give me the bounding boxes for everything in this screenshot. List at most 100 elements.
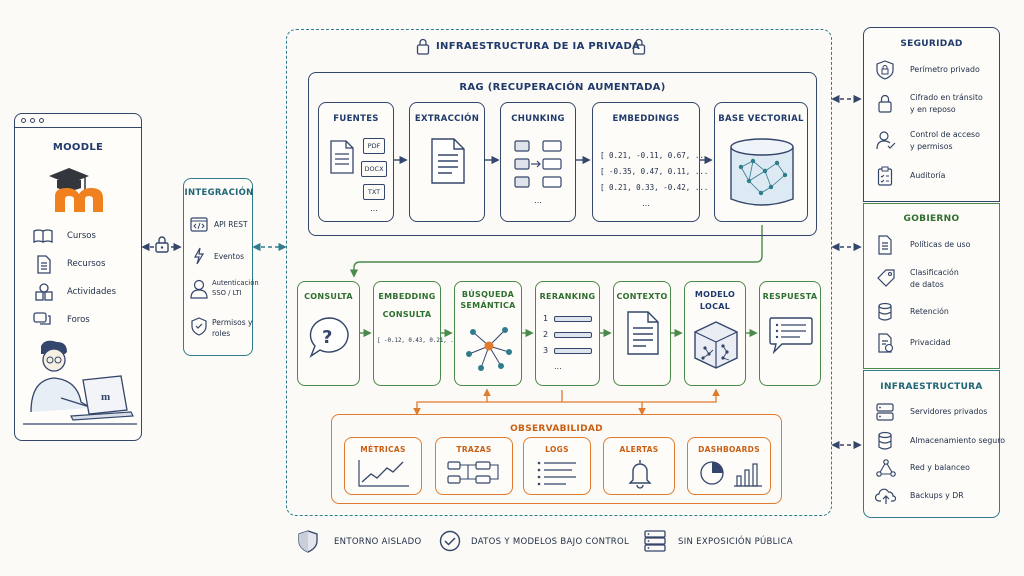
moodle-item-label: Cursos: [67, 231, 96, 241]
pipeline-step-title: RERANKING: [539, 292, 596, 301]
rag-embeddings: EMBEDDINGS [ 0.21, -0.11, 0.67, ... ] [ …: [592, 102, 717, 222]
pipeline-step-title: CONTEXTO: [616, 292, 668, 301]
infraestructura-item[interactable]: Servidores privados: [874, 403, 998, 423]
document-icon: [37, 255, 51, 274]
shield-icon: [298, 530, 318, 553]
window-dot: [30, 118, 35, 123]
dashboard-icon: [700, 461, 762, 487]
pipeline-respuesta: RESPUESTA: [759, 281, 821, 386]
seguridad-item-label: Perímetro privado: [910, 65, 980, 74]
footer-label: ENTORNO AISLADO: [334, 537, 422, 547]
seguridad-item-label: y en reposo: [910, 105, 956, 114]
pipeline-consulta: CONSULTA ?: [297, 281, 360, 386]
integracion-item-eventos[interactable]: Eventos: [190, 247, 250, 267]
server-icon: [876, 403, 894, 421]
integracion-item-permisos[interactable]: Permisos y roles: [190, 315, 254, 341]
model-cube-icon: [694, 321, 738, 369]
lock-icon: [155, 236, 169, 253]
moodle-title: MOODLE: [52, 142, 104, 153]
footer-label: DATOS Y MODELOS BAJO CONTROL: [471, 537, 630, 547]
footer-item-exposicion: SIN EXPOSICIÓN PÚBLICA: [644, 530, 804, 554]
tag-icon: [877, 269, 895, 287]
moodle-item-cursos[interactable]: Cursos: [33, 228, 133, 246]
chunks-icon: [514, 140, 562, 188]
integracion-item-label: API REST: [214, 220, 248, 229]
gobierno-item-label: Clasificación: [910, 268, 959, 277]
code-window-icon: [190, 217, 208, 232]
forum-icon: [33, 312, 51, 325]
clipboard-icon: [877, 166, 893, 186]
moodle-item-foros[interactable]: Foros: [33, 312, 133, 330]
gobierno-item-label: Retención: [910, 307, 949, 316]
integracion-item-label: Permisos y: [212, 318, 253, 327]
window-dot: [21, 118, 26, 123]
rank-bar: [554, 332, 592, 338]
infraestructura-item[interactable]: Red y balanceo: [874, 459, 998, 479]
seguridad-item[interactable]: Perímetro privado: [874, 60, 998, 82]
integracion-item-label: Autenticación: [212, 279, 259, 287]
context-document-icon: [627, 311, 659, 355]
infra-privada-container: [286, 29, 832, 516]
integracion-title: INTEGRACIÓN: [184, 188, 254, 198]
format-txt: TXT: [363, 184, 385, 200]
shield-check-icon: [191, 317, 207, 336]
integracion-item-autenticacion[interactable]: Autenticación SSO / LTI: [190, 277, 259, 303]
svg-text:m: m: [101, 391, 110, 403]
seguridad-item[interactable]: Cifrado en tránsito y en reposo: [874, 92, 998, 118]
gobierno-item[interactable]: Políticas de uso: [874, 235, 998, 257]
infra-privada-header: INFRAESTRUCTURA DE IA PRIVADA: [400, 36, 660, 58]
embedding-vector: [ 0.21, -0.11, 0.67, ... ]: [600, 151, 718, 160]
moodle-item-label: Recursos: [67, 259, 106, 269]
infraestructura-item-label: Almacenamiento seguro: [910, 436, 1006, 445]
rag-step-title: EMBEDDINGS: [612, 114, 680, 124]
rag-extraccion: EXTRACCIÓN: [409, 102, 485, 222]
gobierno-item[interactable]: Clasificación de datos: [874, 267, 998, 293]
obs-item-title: TRAZAS: [456, 445, 492, 454]
line-chart-icon: [358, 460, 409, 487]
policy-doc-icon: [878, 235, 892, 255]
infraestructura-item[interactable]: Backups y DR: [874, 487, 998, 507]
rag-chunking: CHUNKING ...: [500, 102, 576, 222]
seguridad-item[interactable]: Control de acceso y permisos: [874, 129, 998, 155]
seguridad-title: SEGURIDAD: [900, 39, 963, 49]
document-icon: [330, 140, 354, 174]
window-titlebar: [15, 114, 141, 128]
gobierno-item-label: Privacidad: [910, 338, 951, 347]
rank-bar: [554, 316, 592, 322]
storage-icon: [878, 431, 892, 450]
rag-step-title: BASE VECTORIAL: [718, 114, 804, 124]
obs-item-title: LOGS: [545, 445, 569, 454]
network-icon: [876, 459, 896, 477]
seguridad-item-label: Control de acceso: [910, 130, 980, 139]
pipeline-step-title: CONSULTA: [382, 310, 432, 319]
pipeline-embedding-consulta: EMBEDDING CONSULTA [ -0.12, 0.43, 0.21, …: [373, 281, 468, 386]
check-circle-icon: [439, 530, 461, 552]
person-laptop-illustration: m: [23, 340, 137, 425]
obs-item-title: MÉTRICAS: [360, 445, 406, 454]
rag-step-title: CHUNKING: [511, 114, 565, 124]
gobierno-item[interactable]: Retención: [874, 302, 998, 324]
moodle-item-label: Foros: [67, 315, 90, 325]
trace-icon: [447, 461, 499, 484]
gobierno-item[interactable]: Privacidad: [874, 333, 998, 355]
vector-database-icon: [730, 138, 794, 206]
more-ellipsis: ...: [642, 199, 650, 208]
infraestructura-item-label: Red y balanceo: [910, 463, 970, 472]
bell-icon: [628, 460, 652, 489]
pipeline-contexto: CONTEXTO: [613, 281, 671, 386]
moodle-item-actividades[interactable]: Actividades: [33, 283, 133, 302]
integracion-panel: INTEGRACIÓN API REST Eventos Autenticaci…: [183, 178, 259, 356]
seguridad-item[interactable]: Auditoría: [874, 166, 998, 188]
privacy-doc-icon: [878, 333, 894, 353]
integracion-item-api[interactable]: API REST: [190, 215, 250, 235]
infraestructura-panel: INFRAESTRUCTURA Servidores privados Alma…: [863, 370, 1005, 518]
query-vector: [ -0.12, 0.43, 0.21, ... ]: [377, 338, 468, 344]
gobierno-title: GOBIERNO: [903, 214, 960, 224]
moodle-item-recursos[interactable]: Recursos: [33, 255, 133, 274]
obs-logs: LOGS: [523, 437, 591, 495]
observabilidad-container: [331, 414, 782, 504]
obs-item-title: ALERTAS: [619, 445, 659, 454]
server-stack-icon: [644, 530, 666, 552]
gobierno-panel: GOBIERNO Políticas de uso Clasificación …: [863, 203, 1000, 369]
infraestructura-item[interactable]: Almacenamiento seguro: [874, 431, 1005, 451]
